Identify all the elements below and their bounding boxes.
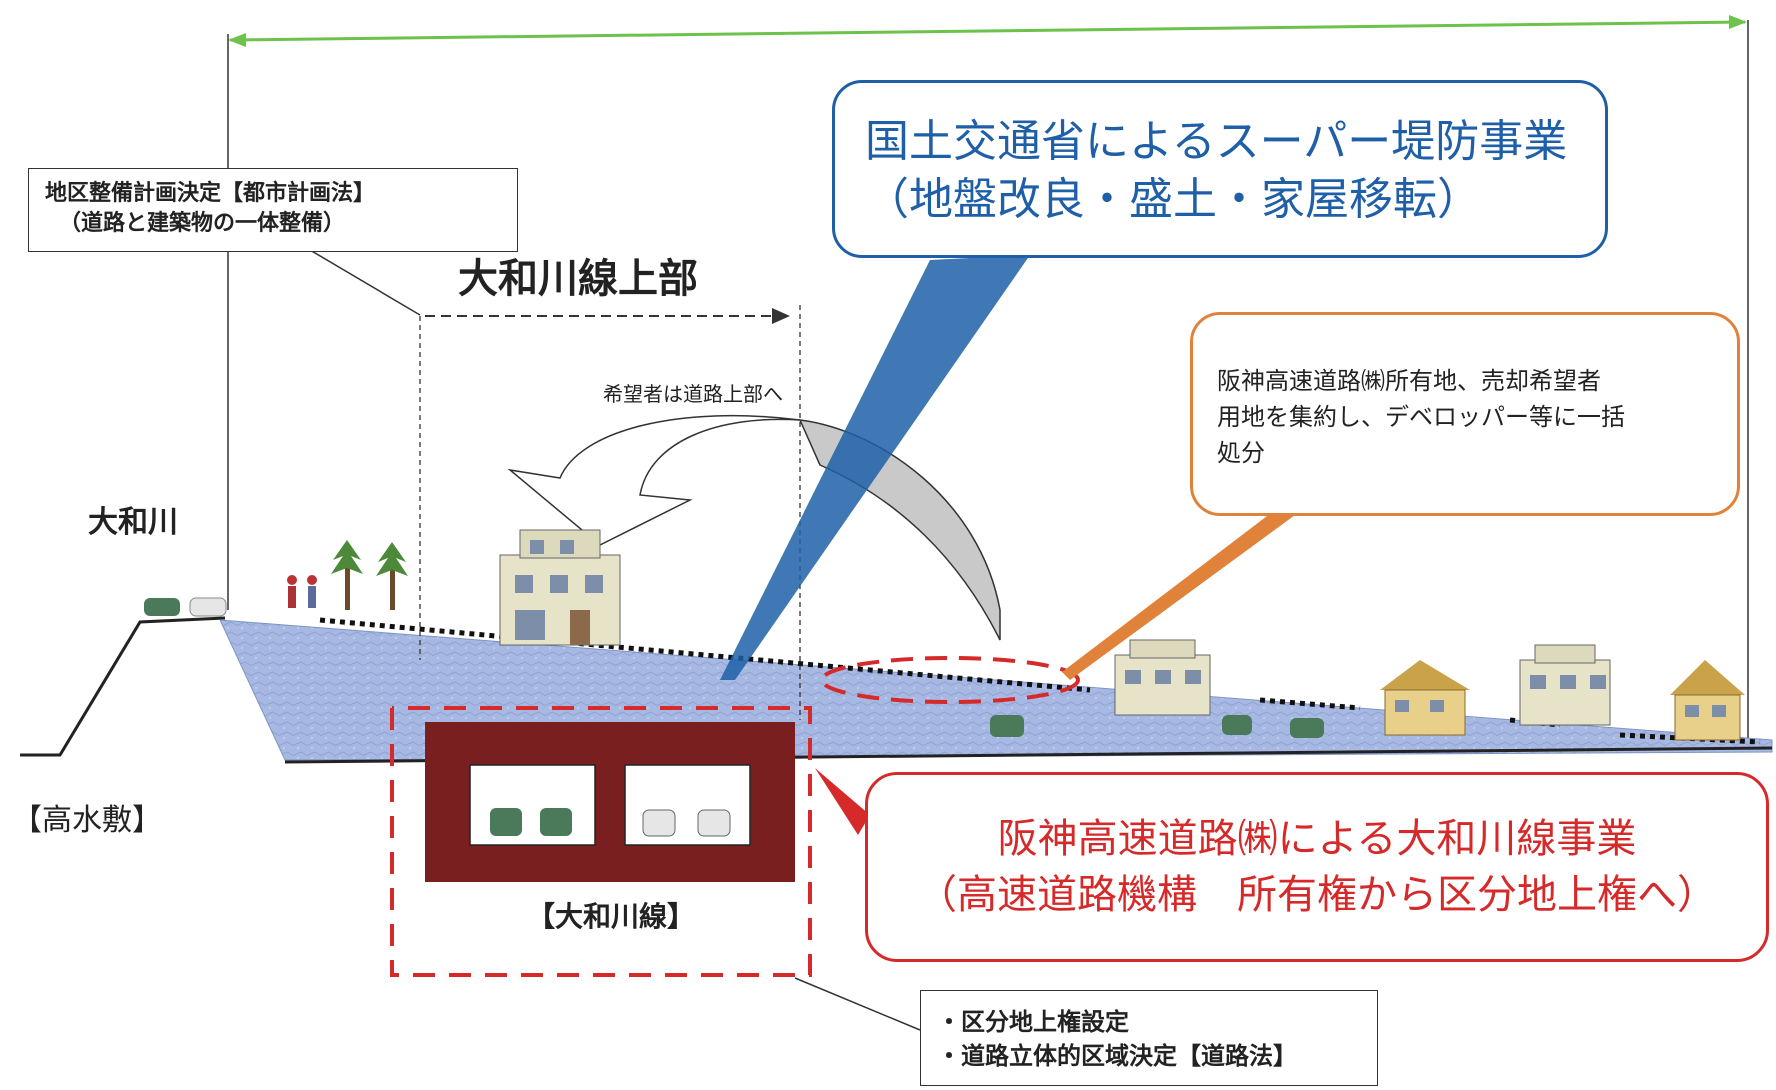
- levee-outline: [20, 616, 226, 757]
- width-arrow: [228, 15, 1747, 47]
- trees-icon: [287, 540, 408, 610]
- legal-callout: ・区分地上権設定 ・道路立体的区域決定【道路法】: [920, 990, 1378, 1086]
- district-plan-line2: （道路と建築物の一体整備）: [59, 211, 346, 236]
- house-icon: [499, 529, 1745, 741]
- land-sale-pointer: [1062, 510, 1295, 680]
- hanshin-pointer: [815, 768, 870, 835]
- super-levee-line2: （地盤改良・盛土・家屋移転）: [865, 174, 1481, 225]
- parked-cars: [990, 715, 1324, 738]
- existing-ground-dotted: [319, 617, 1091, 693]
- legal-line1: ・区分地上権設定: [937, 1008, 1129, 1036]
- hanshin-project-line1: 阪神高速道路㈱による大和川線事業: [997, 816, 1637, 862]
- hanshin-project-line2: （高速道路機構 所有権から区分地上権へ）: [917, 872, 1717, 918]
- land-sale-line3: 処分: [1217, 439, 1265, 467]
- subsurface-right-boundary: [390, 706, 812, 977]
- super-levee-callout: 国土交通省によるスーパー堤防事業 （地盤改良・盛土・家屋移転）: [832, 80, 1608, 258]
- hanshin-project-callout: 阪神高速道路㈱による大和川線事業 （高速道路機構 所有権から区分地上権へ）: [865, 772, 1769, 962]
- district-plan-callout: 地区整備計画決定【都市計画法】 （道路と建築物の一体整備）: [28, 168, 518, 252]
- tunnel-structure: [425, 722, 795, 882]
- relocation-arrow-white: [507, 414, 801, 546]
- land-sale-callout: 阪神高速道路㈱所有地、売却希望者 用地を集約し、デベロッパー等に一括 処分: [1190, 312, 1740, 516]
- legal-line2: ・道路立体的区域決定【道路法】: [937, 1042, 1297, 1070]
- land-sale-line2: 用地を集約し、デベロッパー等に一括: [1217, 403, 1625, 431]
- river-name-label: 大和川: [88, 505, 178, 540]
- district-plan-line1: 地区整備計画決定【都市計画法】: [45, 181, 376, 206]
- riverbed-label: 【高水敷】: [12, 803, 162, 838]
- land-parcel-ellipse: [820, 656, 1080, 704]
- tunnel-label: 【大和川線】: [527, 900, 696, 933]
- levee-cars: [144, 597, 227, 617]
- super-levee-line1: 国土交通省によるスーパー堤防事業: [865, 116, 1568, 167]
- relocation-note: 希望者は道路上部へ: [603, 382, 783, 406]
- upper-section-label: 大和川線上部: [458, 256, 698, 302]
- super-levee-pointer: [720, 255, 1030, 680]
- land-sale-line1: 阪神高速道路㈱所有地、売却希望者: [1217, 367, 1601, 395]
